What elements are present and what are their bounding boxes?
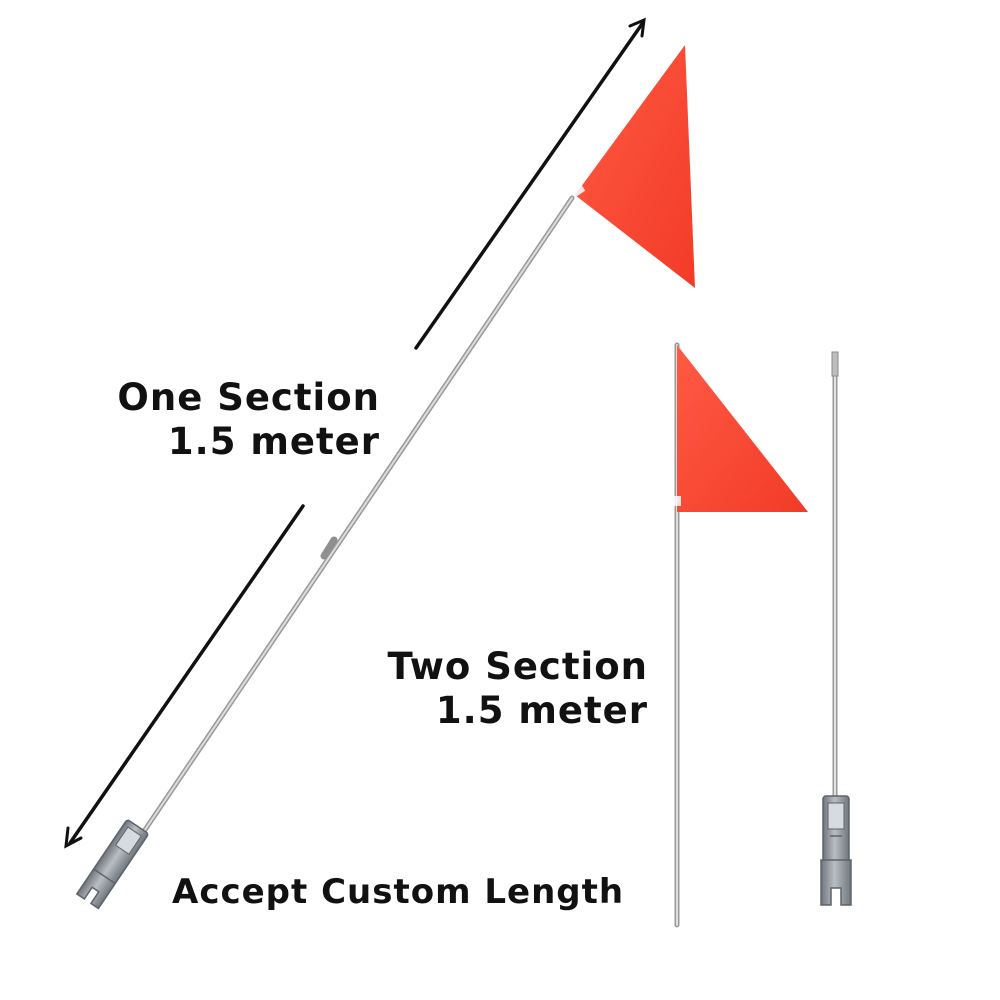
one-section-flag-pole xyxy=(75,45,695,910)
one-section-length: 1.5 meter xyxy=(167,419,380,463)
bare-pole xyxy=(820,351,852,906)
pole-tip xyxy=(831,351,839,377)
two-section-flag-pole xyxy=(673,342,808,928)
one-section-label: One Section 1.5 meter xyxy=(117,376,380,463)
two-section-label: Two Section 1.5 meter xyxy=(388,645,648,732)
one-section-title: One Section xyxy=(117,376,380,419)
custom-length-label: Accept Custom Length xyxy=(172,872,625,912)
flag-icon xyxy=(575,45,695,288)
length-arrow-icon xyxy=(64,17,646,849)
pole-rod-highlight xyxy=(127,197,573,856)
mounting-bracket-icon xyxy=(75,819,149,910)
flag-sleeve xyxy=(568,180,586,198)
two-section-title: Two Section xyxy=(387,645,648,688)
pole-joint xyxy=(320,536,338,560)
two-section-length: 1.5 meter xyxy=(435,688,648,732)
mounting-bracket-icon xyxy=(820,795,852,906)
flag-icon xyxy=(677,345,808,512)
flag-sleeve xyxy=(673,496,681,506)
